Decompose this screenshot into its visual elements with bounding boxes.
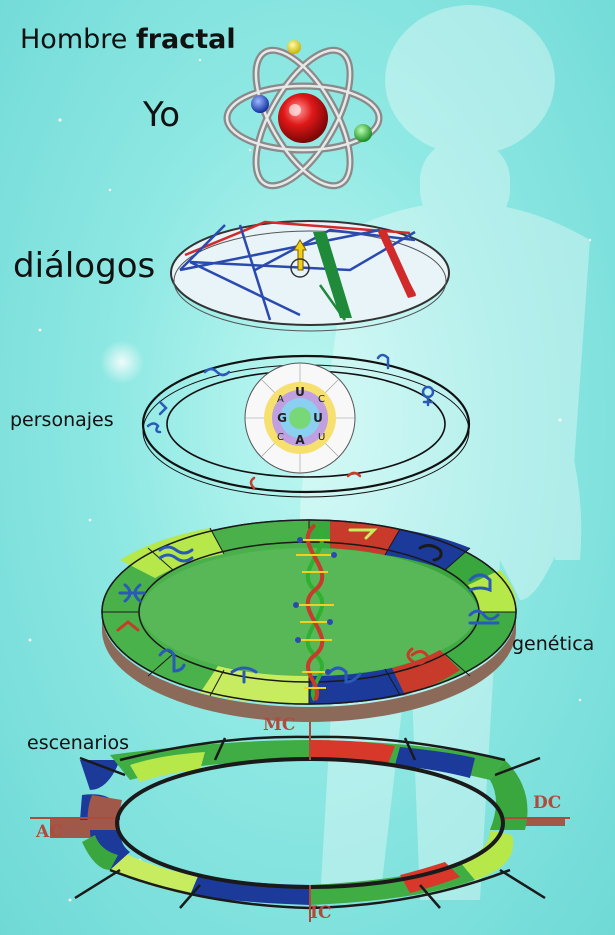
dna-helix-icon [293, 523, 337, 702]
codon-letter: G [277, 411, 287, 425]
electron-green [354, 124, 372, 142]
codon-letter: A [295, 433, 305, 447]
label-dialogos: diálogos [13, 246, 156, 286]
aspect-disc [170, 220, 450, 332]
marker-ac: AC [36, 822, 63, 842]
label-genetica: genética [512, 633, 595, 655]
atom-icon [223, 40, 383, 190]
marker-ic: IC [310, 903, 332, 923]
label-escenarios: escenarios [27, 732, 130, 754]
arrow-up-icon [290, 239, 310, 278]
house-ring [30, 722, 570, 922]
codon-ring: U G U A A C C U [141, 353, 471, 498]
title-bold: fractal [135, 24, 236, 55]
codon-letter: U [295, 385, 305, 399]
label-personajes: personajes [10, 409, 114, 431]
codon-letter: U [318, 432, 325, 443]
light-flare [100, 340, 144, 384]
star-sparkles [28, 58, 592, 902]
codon-letter: C [277, 432, 284, 443]
title-regular: Hombre [20, 24, 128, 55]
electron-yellow [287, 40, 301, 54]
electron-blue [251, 95, 269, 113]
planet-glyph-icon [146, 353, 435, 490]
marker-dc: DC [533, 793, 562, 813]
label-yo: Yo [143, 95, 181, 135]
zodiac-ring [101, 519, 517, 722]
codon-letter: U [313, 411, 323, 425]
zodiac-glyph-icon [116, 528, 500, 684]
marker-mc: MC [263, 715, 296, 735]
codon-letter: A [277, 394, 284, 405]
page-title: Hombre fractal [20, 24, 236, 55]
codon-letter: C [318, 394, 325, 405]
